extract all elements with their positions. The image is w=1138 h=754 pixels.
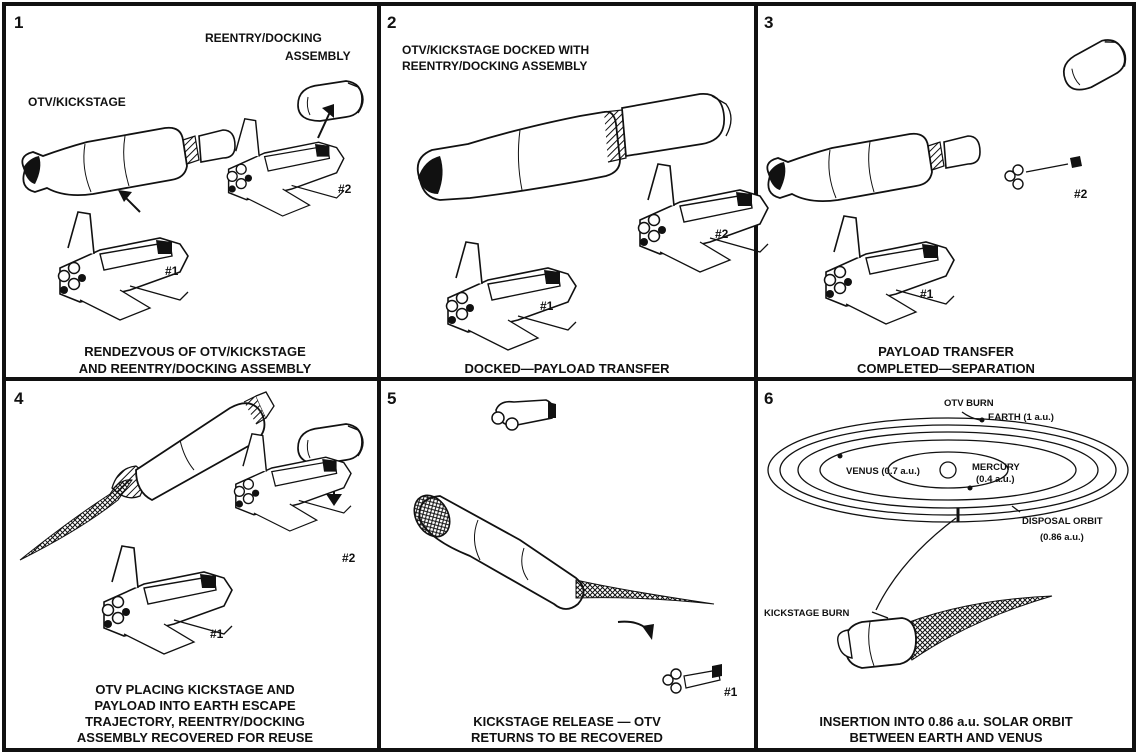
caption-line-2: BETWEEN EARTH AND VENUS bbox=[849, 730, 1042, 745]
label-shuttle-1: #1 bbox=[724, 685, 738, 699]
label-docked-line2: REENTRY/DOCKING ASSEMBLY bbox=[402, 59, 587, 73]
docked-stack-illustration bbox=[418, 94, 731, 200]
panel-number: 4 bbox=[14, 389, 24, 408]
trajectory-line bbox=[876, 518, 956, 610]
label-mercury-line2: (0.4 a.u.) bbox=[976, 474, 1015, 485]
label-docked-line1: OTV/KICKSTAGE DOCKED WITH bbox=[402, 43, 589, 57]
label-shuttle-1: #1 bbox=[920, 287, 934, 301]
label-shuttle-1: #1 bbox=[540, 299, 554, 313]
caption-line-1: DOCKED—PAYLOAD TRANSFER bbox=[464, 361, 670, 376]
panel-1: 1 REENTRY/DOCKING ASSEMBLY OTV/KICKSTAGE… bbox=[14, 13, 363, 376]
mercury-icon bbox=[968, 486, 973, 491]
otv-burn-illustration bbox=[20, 392, 274, 560]
panel-number: 5 bbox=[387, 389, 396, 408]
label-disposal-line2: (0.86 a.u.) bbox=[1040, 532, 1084, 543]
panel-3: 3 #1 #2 PAYLOAD TRANSFER COMPLETED—SEPAR… bbox=[764, 13, 1132, 376]
label-shuttle-2: #2 bbox=[342, 551, 356, 565]
panel-2: 2 OTV/KICKSTAGE DOCKED WITH REENTRY/DOCK… bbox=[387, 13, 768, 376]
kickstage-burn-illustration bbox=[838, 596, 1052, 668]
caption-line-2: PAYLOAD INTO EARTH ESCAPE bbox=[94, 698, 296, 713]
otv-kickstage-illustration bbox=[22, 128, 235, 195]
caption-line-1: RENDEZVOUS OF OTV/KICKSTAGE bbox=[84, 344, 306, 359]
label-venus: VENUS (0.7 a.u.) bbox=[846, 466, 920, 477]
caption-line-4: ASSEMBLY RECOVERED FOR REUSE bbox=[77, 730, 314, 745]
panel-number: 1 bbox=[14, 13, 23, 32]
caption-line-3: TRAJECTORY, REENTRY/DOCKING bbox=[85, 714, 305, 729]
sun-icon bbox=[940, 462, 956, 478]
label-shuttle-1: #1 bbox=[165, 264, 179, 278]
otv-recovered-illustration bbox=[492, 400, 556, 430]
panel-number: 3 bbox=[764, 13, 773, 32]
label-shuttle-2: #2 bbox=[715, 227, 729, 241]
label-kickstage-burn: KICKSTAGE BURN bbox=[764, 608, 849, 619]
otv-kickstage-illustration bbox=[767, 134, 980, 201]
label-shuttle-1: #1 bbox=[210, 627, 224, 641]
panel-5: 5 #1 KICKSTAGE RELEASE — OTV RETURNS TO … bbox=[387, 389, 738, 745]
reentry-assembly-illustration bbox=[1057, 35, 1132, 95]
shuttle-2-illustration bbox=[639, 164, 769, 272]
label-reentry-line1: REENTRY/DOCKING bbox=[205, 31, 322, 45]
caption-line-2: AND REENTRY/DOCKING ASSEMBLY bbox=[79, 361, 312, 376]
label-shuttle-2: #2 bbox=[338, 182, 352, 196]
caption-line-1: INSERTION INTO 0.86 a.u. SOLAR ORBIT bbox=[819, 714, 1072, 729]
panel-number: 6 bbox=[764, 389, 773, 408]
venus-icon bbox=[838, 454, 843, 459]
label-shuttle-2: #2 bbox=[1074, 187, 1088, 201]
panel-number: 2 bbox=[387, 13, 396, 32]
caption-line-1: PAYLOAD TRANSFER bbox=[878, 344, 1014, 359]
earth-icon bbox=[980, 418, 985, 423]
solar-orbit-diagram bbox=[768, 412, 1128, 610]
shuttle-1-illustration bbox=[447, 242, 577, 350]
caption-line-2: COMPLETED—SEPARATION bbox=[857, 361, 1035, 376]
label-mercury-line1: MERCURY bbox=[972, 462, 1020, 473]
label-earth: EARTH (1 a.u.) bbox=[988, 412, 1054, 423]
kickstage-release-illustration bbox=[407, 489, 714, 609]
shuttle-2-illustration bbox=[1005, 156, 1082, 189]
shuttle-1-illustration bbox=[663, 664, 722, 693]
panel-4: 4 #2 #1 OTV PLACING KICKSTAGE AND PAYLOA… bbox=[14, 389, 363, 745]
shuttle-2-illustration bbox=[227, 119, 344, 216]
shuttle-1-illustration bbox=[825, 216, 955, 324]
label-otv-kickstage: OTV/KICKSTAGE bbox=[28, 95, 126, 109]
label-otv-burn: OTV BURN bbox=[944, 398, 994, 409]
caption-line-2: RETURNS TO BE RECOVERED bbox=[471, 730, 663, 745]
caption-line-1: OTV PLACING KICKSTAGE AND bbox=[95, 682, 294, 697]
caption-line-1: KICKSTAGE RELEASE — OTV bbox=[473, 714, 661, 729]
label-disposal-line1: DISPOSAL ORBIT bbox=[1022, 516, 1103, 527]
panel-6: 6 OTV BURN EARTH (1 a.u.) VENUS (0.7 a.u… bbox=[764, 389, 1128, 745]
label-reentry-line2: ASSEMBLY bbox=[285, 49, 351, 63]
